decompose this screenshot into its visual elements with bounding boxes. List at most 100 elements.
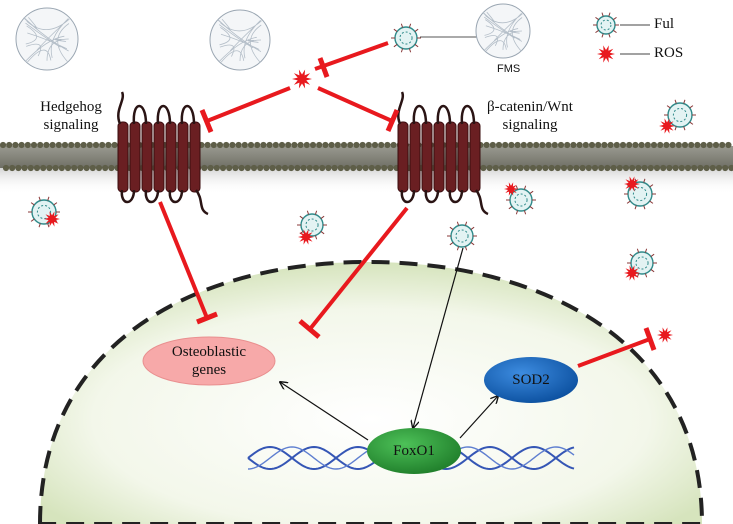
lipid-head [95, 164, 103, 172]
lipid-head [526, 141, 534, 149]
hedgehog-inhibits-osteoblastic [158, 201, 209, 319]
lipid-head [350, 164, 357, 172]
ros-inhibits-wnt-bar [385, 109, 400, 132]
foxo1-node [367, 428, 461, 474]
lipid-head [278, 141, 286, 149]
receptor-tail [194, 189, 209, 216]
lipid-head [700, 141, 707, 149]
lipid-head [254, 141, 261, 149]
lipid-head [368, 164, 375, 172]
fullerene-icon [627, 248, 657, 278]
fullerene-icon [447, 221, 477, 251]
lipid-head [632, 141, 639, 149]
hedgehog-label-line1: Hedgehog [40, 99, 102, 115]
transmembrane-helix [165, 121, 177, 193]
lipid-head [49, 141, 56, 149]
lipid-head [219, 164, 227, 172]
lipid-head [281, 164, 289, 172]
lipid-head [601, 141, 608, 149]
hedgehog-label: Hedgehog signaling [16, 98, 126, 134]
sod2-inhibits-ros-bar [643, 327, 657, 351]
lipid-head [533, 141, 540, 149]
lipid-head [300, 164, 307, 172]
sod2-label: SOD2 [512, 372, 550, 388]
lipid-head [52, 164, 59, 172]
lipid-head [80, 141, 87, 149]
lipid-head [595, 141, 602, 149]
lipid-head [598, 164, 605, 172]
lipid-head [374, 164, 382, 172]
lipid-head [629, 164, 636, 172]
lipid-head [622, 164, 630, 172]
receptor-loop [156, 104, 172, 125]
fullerene-icon [506, 185, 536, 215]
ros-icon [504, 182, 518, 196]
lipid-head [536, 164, 543, 172]
lipid-head [582, 141, 589, 149]
lipid-head [564, 141, 571, 149]
fullerene-icon [297, 210, 327, 240]
lipid-head [235, 141, 242, 149]
lipid-head [545, 141, 552, 149]
lipid-head [542, 164, 549, 172]
lipid-head [263, 164, 270, 172]
lipid-head [647, 164, 654, 172]
fullerene-icon [28, 196, 60, 228]
wnt-receptor [397, 91, 489, 216]
lipid-head [303, 141, 310, 149]
lipid-head [102, 164, 109, 172]
lipid-head [567, 164, 574, 172]
ros-inhibits-wnt [317, 86, 393, 123]
lipid-head [306, 164, 313, 172]
lipid-head [343, 164, 351, 172]
lipid-head [514, 141, 521, 149]
lipid-head [381, 164, 388, 172]
wnt-label: β-catenin/Wnt signaling [466, 98, 594, 134]
sod2-node [484, 357, 578, 403]
hedgehog-receptor [117, 91, 209, 216]
lipid-head [669, 141, 676, 149]
hedgehog-inhibits-osteoblastic-bar [196, 311, 218, 325]
lipid-head [21, 164, 28, 172]
lipid-head [362, 164, 369, 172]
lipid-head [616, 164, 623, 172]
lipid-head [703, 164, 710, 172]
lipid-head [384, 141, 391, 149]
ros-icon [44, 211, 60, 227]
lipid-head [247, 141, 255, 149]
lipid-head [688, 141, 695, 149]
lipid-head [105, 141, 112, 149]
lipid-head [715, 164, 723, 172]
lipid-head [709, 164, 716, 172]
transmembrane-helix [177, 121, 189, 193]
lipid-head [250, 164, 258, 172]
fms-mesh [482, 11, 523, 52]
lipid-head [43, 141, 50, 149]
lipid-head [15, 164, 22, 172]
lipid-head [539, 141, 546, 149]
osteoblastic-genes-node [142, 336, 276, 386]
lipid-head [269, 164, 276, 172]
lipid-head [678, 164, 685, 172]
lipid-head [644, 141, 651, 149]
lipid-head [604, 164, 611, 172]
receptor-tail [474, 189, 489, 216]
lipid-head [691, 164, 698, 172]
ros-icon [624, 176, 640, 192]
lipid-head [502, 141, 509, 149]
legend-ros-label: ROS [654, 45, 684, 61]
fms-inhibits-ros [314, 41, 389, 71]
transmembrane-helix [141, 121, 153, 193]
lipid-head [27, 164, 34, 172]
lipid-head [207, 164, 214, 172]
lipid-head [480, 164, 487, 172]
lipid-head [260, 141, 267, 149]
lipid-head [626, 141, 633, 149]
receptor-loop [400, 189, 416, 204]
receptor-loop [436, 104, 452, 125]
wnt-label-line1: β-catenin/Wnt [487, 99, 573, 115]
receptor-loop [397, 91, 405, 125]
lipid-head [619, 141, 627, 149]
fullerene-icon [593, 12, 619, 38]
